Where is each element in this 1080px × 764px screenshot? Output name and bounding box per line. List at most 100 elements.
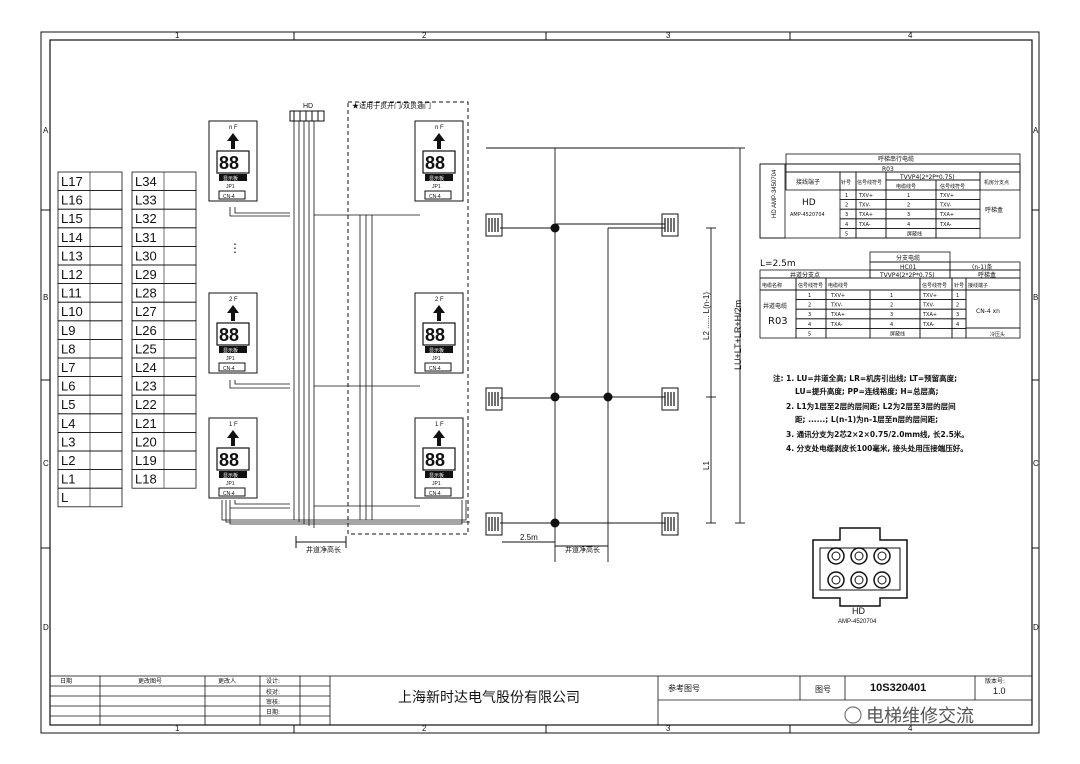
hd-connector-drawing	[812, 527, 908, 607]
hd-label-top: HD	[303, 103, 313, 110]
arrow-up-icon	[433, 430, 445, 446]
board-label: 显示板	[429, 347, 444, 354]
row-label-a-right: A	[1033, 126, 1039, 135]
shaft-dimension-left	[295, 536, 347, 548]
spec2-code: HC01	[900, 264, 917, 271]
row-label-c: C	[43, 459, 49, 468]
cn4-connector	[218, 190, 246, 200]
cn4-connector	[424, 362, 452, 372]
spec2-cable-name-cell	[759, 289, 797, 339]
note-line-3: 2. L1为1层至2层的层间距; L2为2层至3层的层间	[786, 401, 956, 411]
spec1-h-target-text: 机房分支点	[984, 179, 1009, 186]
junction-dot	[550, 518, 560, 528]
spec1-code-row	[785, 163, 1021, 173]
table-text: 1	[808, 293, 811, 299]
length-label-right: L32	[135, 211, 157, 226]
length-label-left: L4	[61, 416, 75, 431]
length-label-right: L21	[135, 416, 157, 431]
table-text: TXV-	[830, 303, 843, 309]
cn4-connector	[218, 362, 246, 372]
through-door-dashed-box	[347, 101, 469, 535]
col-label-3-bottom: 3	[666, 724, 671, 733]
table-text: TXV+	[858, 193, 873, 199]
spec2-shield-note: 冷压头	[990, 331, 1005, 338]
spec2-l-label: L=2.5m	[760, 259, 796, 269]
table-text: TXV-	[858, 203, 871, 209]
connector-code: AMP-4520704	[838, 619, 877, 625]
display-frame	[422, 322, 456, 346]
spec2-header-text: 电缆名称	[762, 282, 782, 289]
table-text: 1	[890, 293, 893, 299]
table-cell	[951, 327, 967, 339]
floor-ellipsis: ⋮	[229, 241, 241, 255]
shaft-dim-right-label: 井道净高长	[565, 545, 600, 554]
col-label-4-bottom: 4	[908, 724, 913, 733]
length-label-right: L28	[135, 286, 157, 301]
board-label: 显示板	[223, 347, 238, 354]
dim-vertical-l2: L2 ...... L(n-1)	[702, 292, 711, 340]
cable-spec-table-2: L=2.5m分支电缆HC01TVVP4(2*2P*0.75)(n-1)条井道分支…	[759, 251, 1021, 339]
length-label-right: L33	[135, 193, 157, 208]
tb-drawing-no-label: 图号	[815, 685, 831, 694]
panel-frame	[414, 120, 464, 202]
col-label-4: 4	[908, 31, 913, 40]
floor-length-table: L17L16L15L14L13L12L11L10L9L8L7L6L5L4L3L2…	[57, 171, 197, 508]
row-label-b-right: B	[1033, 293, 1038, 302]
length-label-left: L9	[61, 323, 75, 338]
panel-frame	[208, 120, 258, 202]
table-cell	[825, 327, 871, 339]
floor-label: n F	[229, 125, 238, 131]
table-cell	[869, 289, 921, 301]
spec1-outer	[759, 163, 1021, 239]
col-label-1-bottom: 1	[175, 724, 180, 733]
connector-box	[485, 387, 503, 411]
board-label: 显示板	[429, 175, 444, 182]
length-label-left: L17	[61, 174, 83, 189]
junction-dot	[603, 392, 613, 402]
spec2-header-text: 信号线符号	[922, 282, 947, 289]
arrow-up-icon	[227, 430, 239, 446]
table-text: 5	[845, 231, 848, 237]
spec2-title: 分支电缆	[896, 254, 920, 262]
cn4-label: CN-4	[429, 366, 441, 372]
cn4-label: CN-4	[429, 194, 441, 200]
connector-box	[661, 213, 679, 237]
frame-labels: 1 2 3 4 1 2 3 4 A B C D A B C D	[43, 31, 1039, 733]
shaft-dim-left-label: 井道净高长	[306, 545, 341, 554]
branch-bus-diagram	[485, 147, 745, 562]
table-text: 4	[956, 322, 959, 328]
note-line-5: 3. 通讯分支为2芯2×2×0.75/2.0mm线, 长2.5米。	[786, 429, 969, 439]
length-label-right: L24	[135, 360, 157, 375]
length-label-left: L8	[61, 341, 75, 356]
length-label-left: L13	[61, 248, 83, 263]
tb-check: 校对:	[266, 688, 280, 696]
col-label-2: 2	[422, 31, 427, 40]
board-label: 显示板	[223, 175, 238, 182]
length-label-left: L5	[61, 397, 75, 412]
table-cell	[885, 208, 937, 220]
note-line-2: LU=提升高度; PP=连线裕度; H=总层高;	[795, 386, 938, 396]
jp-label: JP1	[226, 481, 235, 487]
panel-frame	[414, 417, 464, 499]
junction-dot	[550, 223, 560, 233]
table-text: 屏蔽线	[890, 330, 905, 337]
tb-h-change: 更改图号	[138, 677, 162, 685]
table-cell	[885, 199, 937, 210]
table-text: 2	[808, 303, 811, 309]
row-label-d: D	[43, 623, 49, 632]
seven-segment-display: 88	[425, 325, 445, 345]
table-text: 1	[907, 193, 910, 199]
length-label-right: L27	[135, 304, 157, 319]
length-label-left: L3	[61, 434, 75, 449]
display-frame	[422, 150, 456, 174]
table-text: 4	[890, 322, 893, 328]
branch-connector	[485, 512, 503, 536]
board-label: 显示板	[223, 472, 238, 479]
table-text: TXV+	[939, 193, 954, 199]
note-line-1: 注: 1. LU=井道全高; LR=机房引出线; LT=预留高度;	[773, 373, 957, 383]
length-label-right: L19	[135, 453, 157, 468]
branch-connector	[661, 387, 679, 411]
